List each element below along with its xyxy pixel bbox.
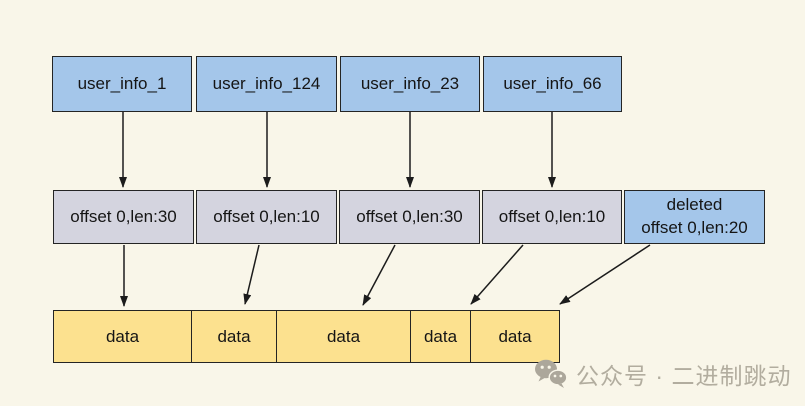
wechat-icon bbox=[535, 359, 568, 388]
user-info-box: user_info_66 bbox=[483, 56, 622, 112]
data-box: data bbox=[105, 326, 140, 346]
arrow-offset3-to-data3 bbox=[362, 244, 396, 306]
arrow-deleted-to-data5 bbox=[559, 244, 651, 305]
watermark: 公众号 · 二进制跳动 bbox=[534, 357, 791, 391]
data-strip: data data data data data bbox=[53, 310, 560, 363]
offset-box: offset 0,len:10 bbox=[482, 190, 622, 244]
data-box: data bbox=[470, 311, 559, 362]
offset-box: offset 0,len:10 bbox=[196, 190, 337, 244]
deleted-offset-box: deleted offset 0,len:20 bbox=[624, 190, 765, 244]
data-box: data bbox=[191, 311, 276, 362]
data-box: data bbox=[276, 311, 410, 362]
arrow-offset4-to-data4 bbox=[470, 244, 524, 305]
offset-box: offset 0,len:30 bbox=[53, 190, 194, 244]
data-box: data bbox=[410, 311, 470, 362]
user-info-box: user_info_23 bbox=[340, 56, 480, 112]
arrow-offset2-to-data2 bbox=[243, 244, 260, 305]
deleted-label: deleted bbox=[666, 195, 723, 215]
watermark-text: 公众号 · 二进制跳动 bbox=[576, 363, 792, 389]
user-info-box: user_info_124 bbox=[196, 56, 337, 112]
user-info-box: user_info_1 bbox=[52, 56, 192, 112]
deleted-offset-label: offset 0,len:20 bbox=[641, 218, 748, 237]
offset-box: offset 0,len:30 bbox=[339, 190, 480, 244]
